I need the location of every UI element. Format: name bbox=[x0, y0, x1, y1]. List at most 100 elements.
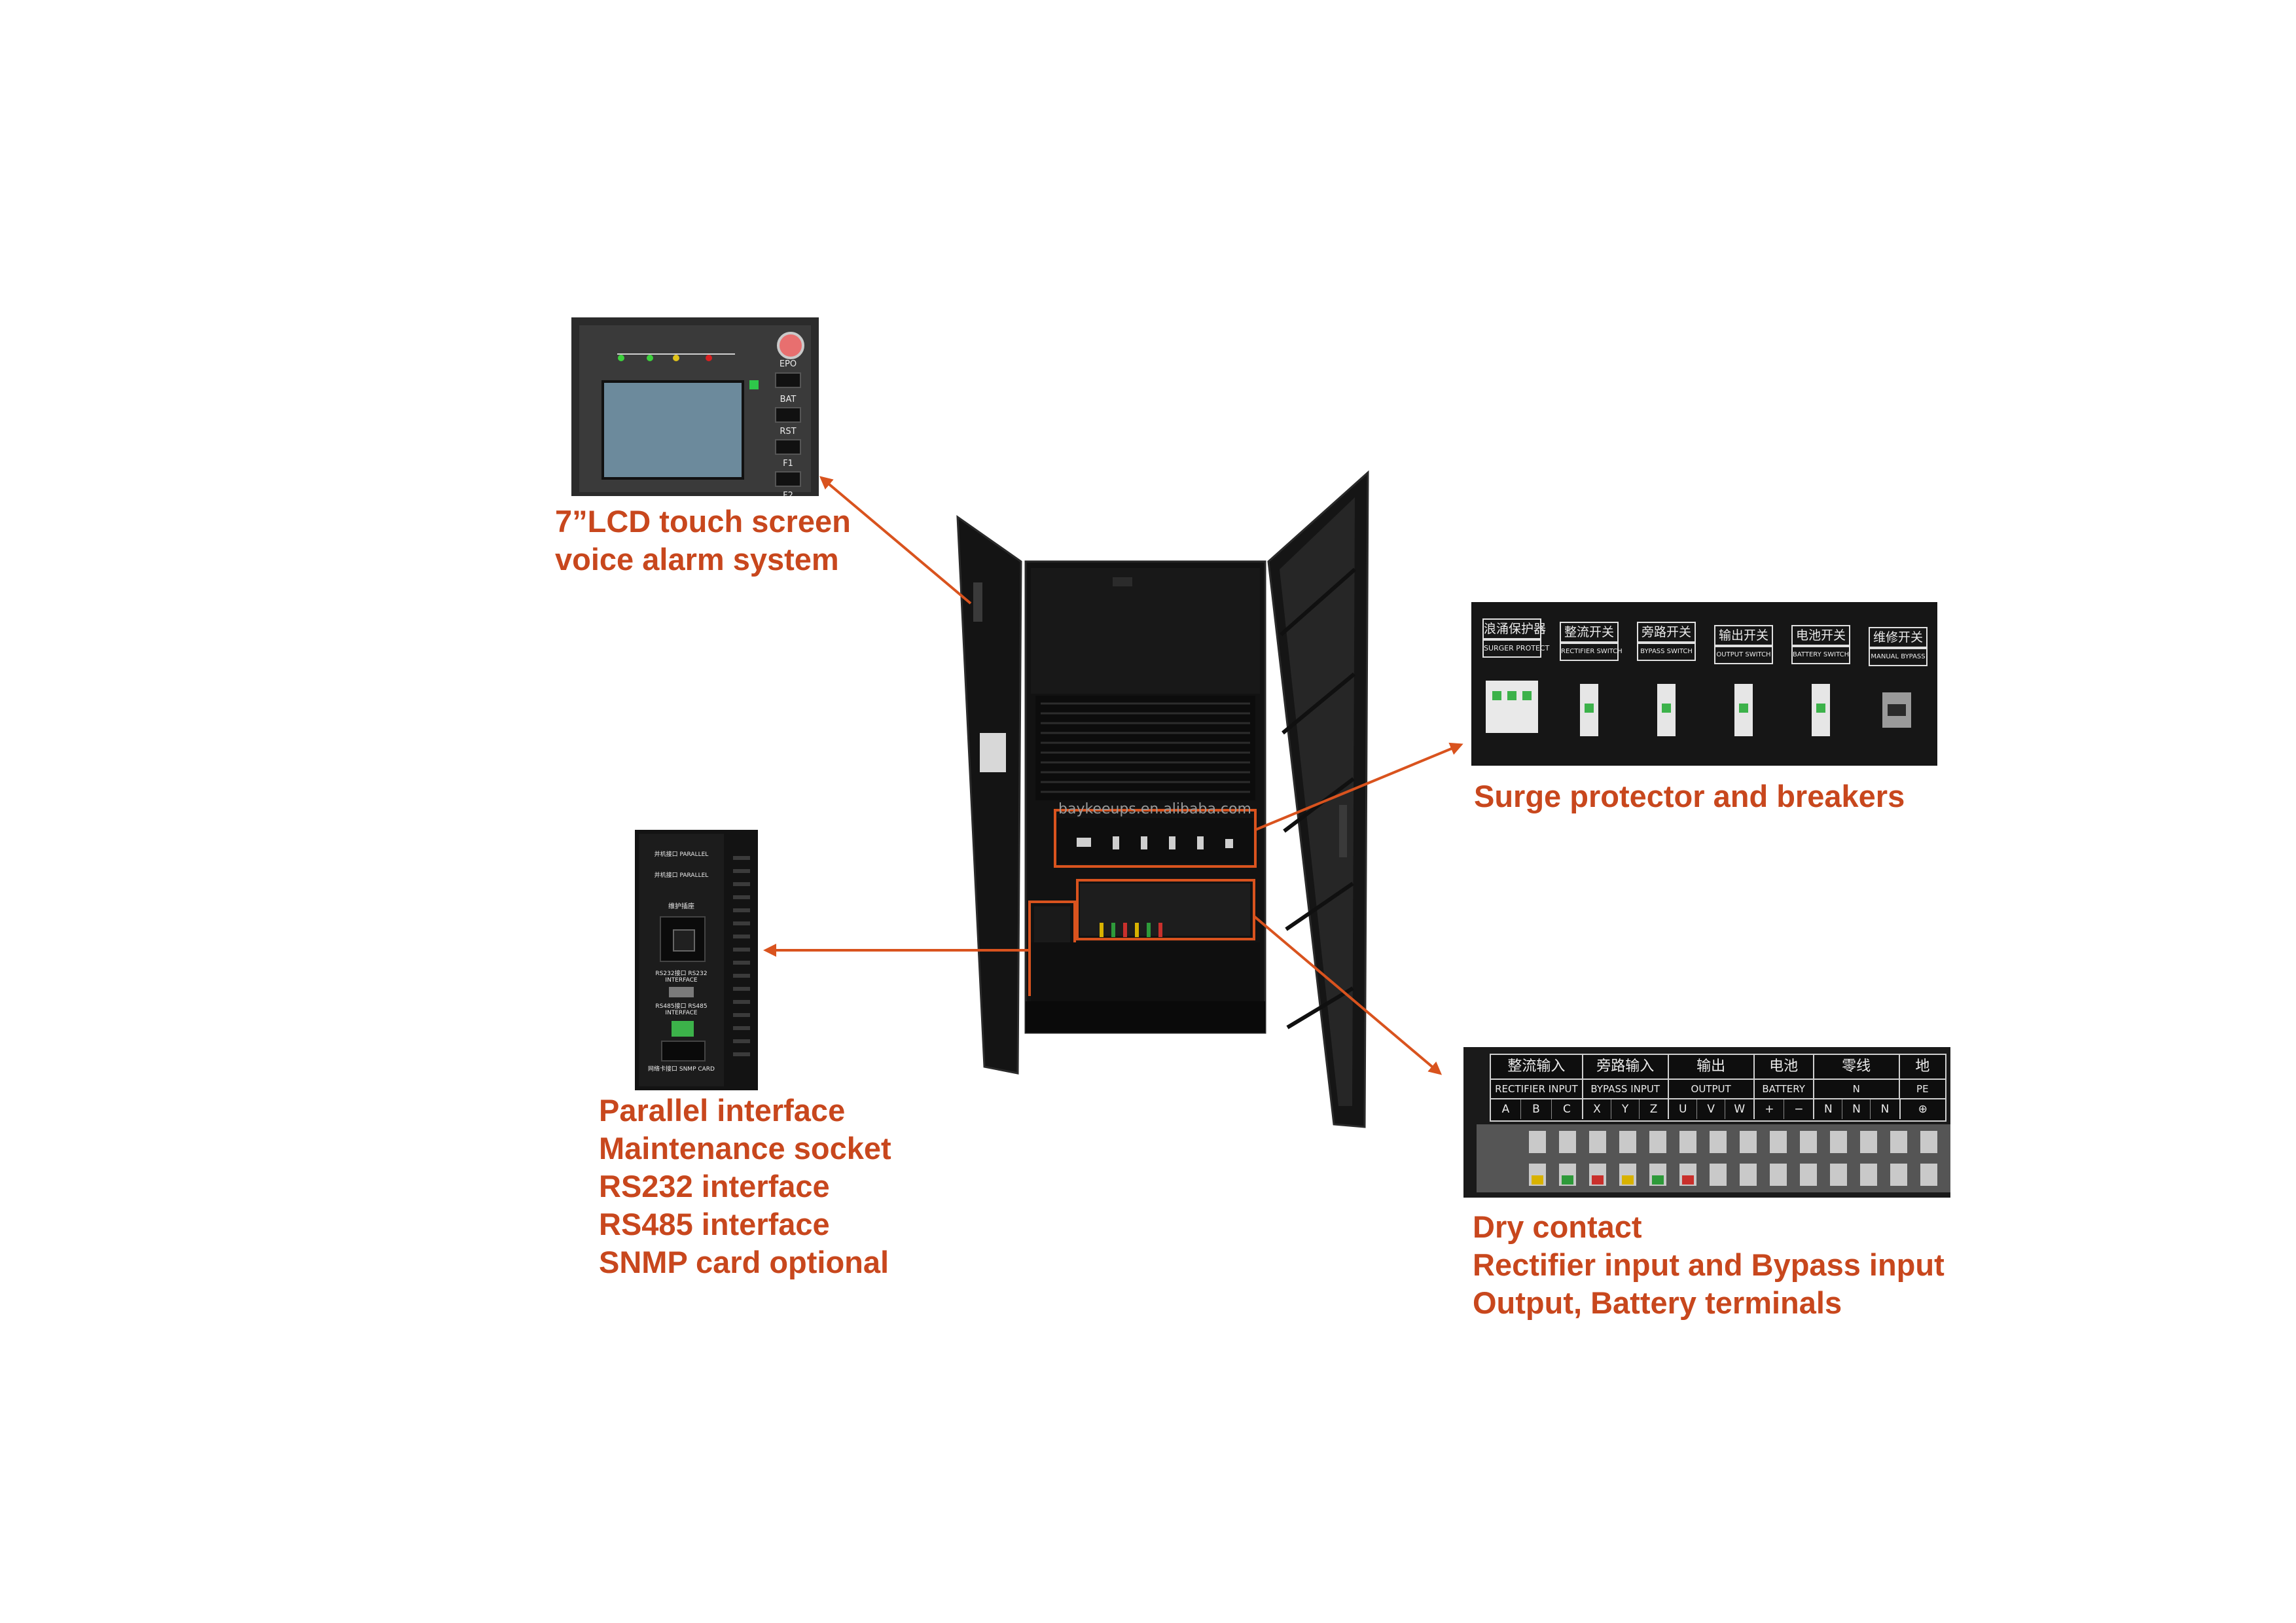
breaker-label-en: SURGER PROTECT bbox=[1482, 639, 1549, 658]
vent-slots bbox=[1041, 702, 1250, 793]
terminal-group-cn: 整流输入 bbox=[1491, 1055, 1583, 1079]
terminal-label-plate: 整流输入 旁路输入 输出 电池 零线 地 RECTIFIER INPUT BYP… bbox=[1490, 1054, 1946, 1122]
callout-terminals: Dry contact Rectifier input and Bypass i… bbox=[1473, 1208, 1945, 1322]
callout-line: RS485 interface bbox=[599, 1207, 830, 1241]
callout-interfaces: Parallel interface Maintenance socket RS… bbox=[599, 1092, 891, 1281]
cabinet-top-panel bbox=[1031, 568, 1260, 694]
breaker-label-cn: 维修开关 bbox=[1869, 627, 1928, 648]
cabinet-terminal-highlight bbox=[1076, 879, 1255, 940]
breaker-item: 输出开关 OUTPUT SWITCH bbox=[1711, 625, 1776, 756]
breaker-label-en: MANUAL BYPASS bbox=[1869, 648, 1928, 666]
terminal-group-en: PE bbox=[1916, 1083, 1929, 1095]
left-door-handle bbox=[973, 582, 982, 622]
terminal-phase: A bbox=[1491, 1099, 1521, 1119]
lcd-status-leds bbox=[611, 344, 742, 370]
maintenance-socket bbox=[660, 916, 706, 962]
arrow-to-breakers bbox=[1255, 742, 1463, 831]
breaker-label-cn: 整流开关 bbox=[1560, 622, 1619, 643]
breaker-panel-photo: 浪涌保护器 SURGER PROTECT 整流开关 RECTIFIER SWIT… bbox=[1471, 602, 1937, 766]
breaker-item: 整流开关 RECTIFIER SWITCH bbox=[1556, 622, 1623, 753]
terminal-phase: B bbox=[1521, 1099, 1552, 1119]
rectifier-switch bbox=[1580, 684, 1598, 736]
cabinet-latch bbox=[1113, 577, 1132, 586]
right-door-mesh bbox=[1280, 497, 1355, 1106]
surge-protector bbox=[1486, 681, 1538, 733]
breaker-item: 浪涌保护器 SURGER PROTECT bbox=[1479, 618, 1549, 749]
callout-line: voice alarm system bbox=[555, 542, 839, 577]
interface-side-vent bbox=[733, 856, 750, 1056]
terminal-phase: U bbox=[1669, 1099, 1698, 1119]
terminal-phase: Y bbox=[1611, 1099, 1640, 1119]
cabinet-watermark: baykeeups.en.alibaba.com bbox=[1058, 801, 1251, 817]
lcd-button-rst bbox=[775, 439, 801, 455]
lcd-button-f1 bbox=[775, 471, 801, 487]
terminal-phase: N bbox=[1814, 1099, 1843, 1119]
terminal-phase: X bbox=[1583, 1099, 1612, 1119]
terminal-phase: V bbox=[1697, 1099, 1726, 1119]
terminal-phase: Z bbox=[1640, 1099, 1670, 1119]
lcd-buttons: BAT RST F1 F2 bbox=[772, 372, 804, 496]
interface-label: 并机接口 PARALLEL bbox=[654, 851, 709, 858]
terminal-panel-photo: 整流输入 旁路输入 输出 电池 零线 地 RECTIFIER INPUT BYP… bbox=[1463, 1047, 1950, 1198]
callout-line: 7”LCD touch screen bbox=[555, 504, 851, 539]
terminal-group-en: BATTERY bbox=[1755, 1080, 1814, 1098]
callout-line: Parallel interface bbox=[599, 1093, 846, 1128]
callout-lcd: 7”LCD touch screen voice alarm system bbox=[555, 503, 851, 579]
arrow-to-terminals bbox=[1253, 915, 1443, 1075]
terminal-group-cn: 旁路输入 bbox=[1583, 1055, 1669, 1079]
terminal-group-cn: 零线 bbox=[1814, 1055, 1900, 1079]
terminal-block-row bbox=[1477, 1124, 1950, 1192]
terminal-group-cn: 地 bbox=[1915, 1058, 1930, 1075]
breaker-label-cn: 浪涌保护器 bbox=[1482, 618, 1546, 639]
lcd-button-bat bbox=[775, 407, 801, 423]
callout-line: Rectifier input and Bypass input bbox=[1473, 1247, 1945, 1282]
breaker-item: 旁路开关 BYPASS SWITCH bbox=[1634, 622, 1699, 753]
breaker-item: 电池开关 BATTERY SWITCH bbox=[1788, 625, 1854, 756]
left-door-label bbox=[980, 733, 1006, 772]
left-door bbox=[956, 515, 1022, 1075]
lcd-button-top bbox=[775, 372, 801, 388]
snmp-slot bbox=[661, 1041, 706, 1061]
breaker-label-cn: 电池开关 bbox=[1791, 625, 1850, 646]
breaker-label-en: BATTERY SWITCH bbox=[1791, 646, 1850, 664]
terminal-phase: W bbox=[1725, 1099, 1755, 1119]
cabinet-base bbox=[1026, 1001, 1265, 1033]
interface-panel-photo: 并机接口 PARALLEL 并机接口 PARALLEL 维护插座 RS232接口… bbox=[635, 830, 758, 1090]
breaker-label-en: BYPASS SWITCH bbox=[1637, 643, 1696, 661]
terminal-group-en: BYPASS INPUT bbox=[1583, 1080, 1669, 1098]
rs232-port bbox=[669, 987, 694, 997]
bypass-switch bbox=[1657, 684, 1676, 736]
interface-label: 并机接口 PARALLEL bbox=[654, 872, 709, 879]
breaker-label-cn: 输出开关 bbox=[1714, 625, 1773, 646]
cabinet-breaker-highlight bbox=[1054, 809, 1257, 868]
breaker-label-cn: 旁路开关 bbox=[1637, 622, 1696, 643]
breaker-item: 维修开关 MANUAL BYPASS bbox=[1865, 627, 1931, 758]
callout-breakers: Surge protector and breakers bbox=[1474, 777, 1905, 815]
terminal-phase: C bbox=[1552, 1099, 1583, 1119]
arrow-to-lcd bbox=[819, 476, 972, 605]
right-door-handle bbox=[1339, 805, 1347, 857]
cabinet-terminal-wires bbox=[1100, 923, 1162, 937]
battery-switch bbox=[1812, 684, 1830, 736]
interface-label: 网络卡接口 SNMP CARD bbox=[648, 1066, 715, 1073]
interface-label: RS232接口 RS232 INTERFACE bbox=[655, 971, 708, 984]
lcd-button-label: RST bbox=[780, 427, 797, 437]
callout-line: Surge protector and breakers bbox=[1474, 779, 1905, 813]
callout-line: Output, Battery terminals bbox=[1473, 1285, 1842, 1320]
callout-line: RS232 interface bbox=[599, 1169, 830, 1204]
terminal-group-cn: 电池 bbox=[1755, 1055, 1814, 1079]
terminal-group-cn: 输出 bbox=[1669, 1055, 1755, 1079]
rs485-terminal bbox=[672, 1021, 694, 1037]
terminal-phase: − bbox=[1784, 1099, 1815, 1119]
breaker-label-en: RECTIFIER SWITCH bbox=[1560, 643, 1623, 661]
manual-bypass-switch bbox=[1882, 692, 1911, 728]
terminal-phase: N bbox=[1871, 1099, 1901, 1119]
right-door-mesh-bars bbox=[1280, 567, 1356, 1029]
terminal-group-en: N bbox=[1814, 1080, 1900, 1098]
lcd-button-label: F2 bbox=[783, 491, 793, 496]
cabinet-terminal-strip bbox=[1080, 883, 1250, 936]
interface-label: 维护插座 bbox=[668, 903, 694, 910]
terminal-phase: ⊕ bbox=[1918, 1103, 1928, 1116]
output-switch bbox=[1734, 684, 1753, 736]
